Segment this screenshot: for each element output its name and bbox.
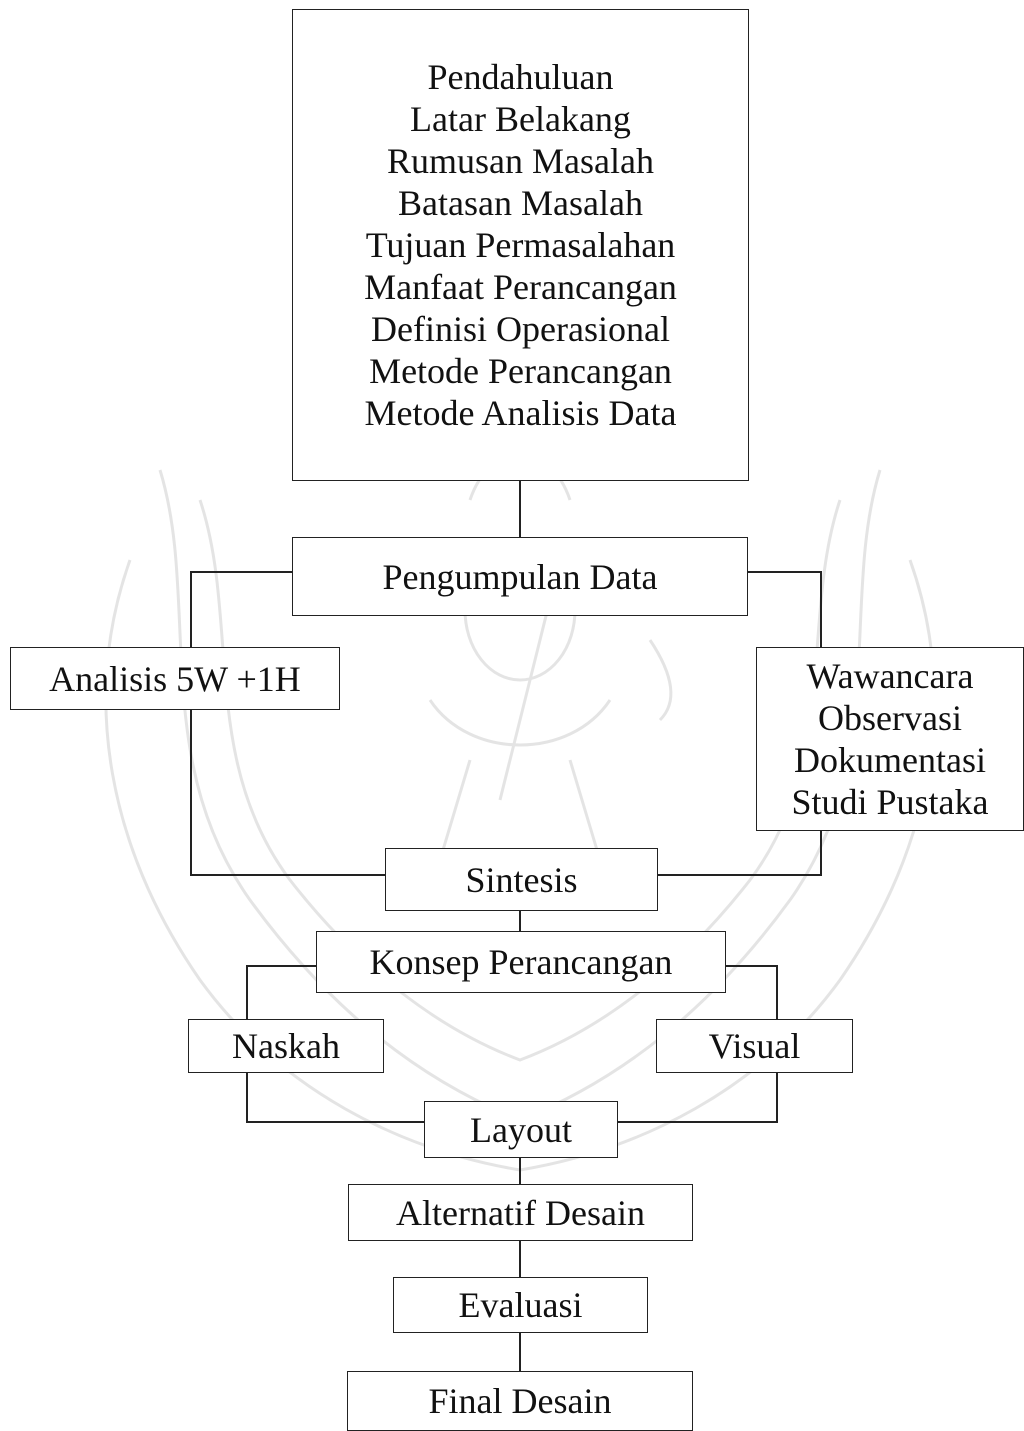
final-desain-box: Final Desain xyxy=(347,1371,693,1431)
intro-line: Tujuan Permasalahan xyxy=(365,225,676,265)
connector xyxy=(617,1121,778,1123)
connector xyxy=(190,571,192,876)
visual-label: Visual xyxy=(708,1026,801,1066)
intro-line: Manfaat Perancangan xyxy=(364,267,677,307)
naskah-box: Naskah xyxy=(188,1019,384,1073)
connector xyxy=(820,571,822,648)
connector xyxy=(519,910,521,932)
konsep-perancangan-box: Konsep Perancangan xyxy=(316,931,726,993)
layout-label: Layout xyxy=(470,1109,572,1150)
visual-box: Visual xyxy=(656,1019,853,1073)
alternatif-desain-box: Alternatif Desain xyxy=(348,1184,693,1241)
intro-line: Latar Belakang xyxy=(410,99,631,139)
connector xyxy=(656,874,822,876)
evaluasi-box: Evaluasi xyxy=(393,1277,648,1333)
analisis-label: Analisis 5W +1H xyxy=(49,658,301,699)
connector xyxy=(519,1240,521,1278)
connector xyxy=(776,1071,778,1123)
connector xyxy=(747,571,822,573)
connector xyxy=(246,965,318,967)
connector xyxy=(190,874,386,876)
konsep-perancangan-label: Konsep Perancangan xyxy=(369,942,673,982)
pengumpulan-data-box: Pengumpulan Data xyxy=(292,537,748,616)
intro-line: Definisi Operasional xyxy=(371,309,670,349)
naskah-label: Naskah xyxy=(232,1026,340,1066)
pengumpulan-data-label: Pengumpulan Data xyxy=(382,556,658,597)
connector xyxy=(190,571,293,573)
method-line: Observasi xyxy=(818,698,962,738)
intro-line: Rumusan Masalah xyxy=(387,141,654,181)
evaluasi-label: Evaluasi xyxy=(458,1285,583,1325)
alternatif-desain-label: Alternatif Desain xyxy=(396,1192,645,1233)
intro-line: Batasan Masalah xyxy=(398,183,643,223)
sintesis-label: Sintesis xyxy=(465,859,578,900)
method-line: Dokumentasi xyxy=(794,740,986,780)
sintesis-box: Sintesis xyxy=(385,848,658,911)
layout-box: Layout xyxy=(424,1101,618,1158)
method-line: Wawancara xyxy=(806,656,974,696)
intro-line: Pendahuluan xyxy=(427,57,614,97)
connector xyxy=(820,830,822,876)
analisis-box: Analisis 5W +1H xyxy=(10,647,340,710)
intro-line: Metode Perancangan xyxy=(369,351,672,391)
connector xyxy=(246,1071,248,1123)
connector xyxy=(246,1121,426,1123)
method-line: Studi Pustaka xyxy=(791,782,989,822)
connector xyxy=(246,965,248,1020)
connector xyxy=(519,1157,521,1185)
connector xyxy=(724,965,778,967)
intro-line: Metode Analisis Data xyxy=(364,393,677,433)
connector xyxy=(776,965,778,1020)
final-desain-label: Final Desain xyxy=(428,1381,612,1421)
connector xyxy=(519,1332,521,1372)
connector xyxy=(519,480,521,537)
